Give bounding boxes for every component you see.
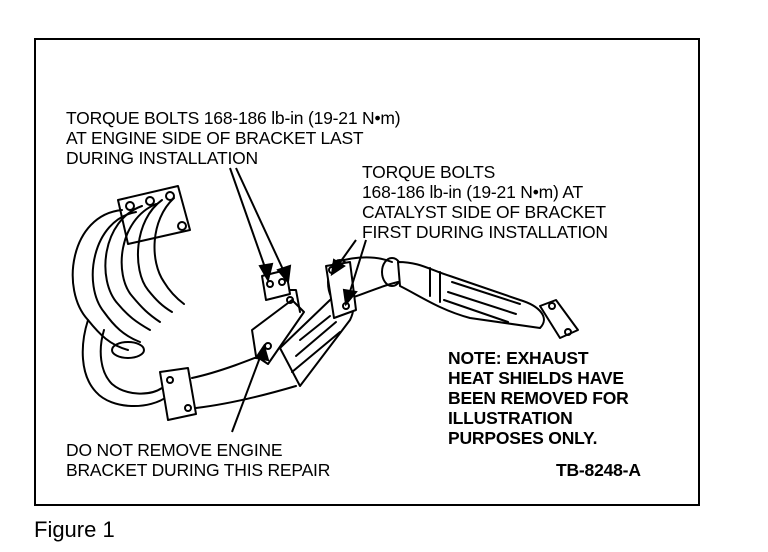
bracket-callout: DO NOT REMOVE ENGINE BRACKET DURING THIS…: [66, 440, 330, 480]
engine-side-line-2: AT ENGINE SIDE OF BRACKET LAST: [66, 128, 364, 148]
catalyst-side-line-4: FIRST DURING INSTALLATION: [362, 222, 608, 242]
manifold-runner-3: [137, 199, 173, 313]
catalyst-side-callout: TORQUE BOLTS 168-186 lb-in (19-21 N•m) A…: [362, 162, 608, 242]
bracket-line-2: BRACKET DURING THIS REPAIR: [66, 460, 331, 480]
figure-caption: Figure 1: [34, 517, 115, 542]
collector: [81, 319, 169, 407]
leader-engine-1: [229, 167, 269, 277]
note-line-3: BEEN REMOVED FOR: [448, 388, 629, 408]
leader-engine-2: [235, 167, 287, 277]
lower-flange: [159, 367, 197, 421]
manifold-runner-2: [104, 205, 151, 331]
catalytic-converter: [397, 261, 545, 329]
figure-frame: [34, 38, 700, 506]
manifold-runner-1: [71, 209, 129, 351]
figure-code: TB-8248-A: [556, 460, 641, 480]
leader-bracket: [231, 351, 263, 433]
catalyst-side-line-3: CATALYST SIDE OF BRACKET: [362, 202, 606, 222]
engine-side-line-1: TORQUE BOLTS 168-186 lb-in (19-21 N•m): [66, 108, 401, 128]
engine-side-line-3: DURING INSTALLATION: [66, 148, 258, 168]
manifold-flange: [117, 185, 191, 245]
bracket-line-1: DO NOT REMOVE ENGINE: [66, 440, 283, 460]
engine-side-callout: TORQUE BOLTS 168-186 lb-in (19-21 N•m) A…: [66, 108, 401, 168]
note-line-1: NOTE: EXHAUST: [448, 348, 589, 368]
catalyst-side-line-1: TORQUE BOLTS: [362, 162, 496, 182]
tail-flange: [539, 299, 579, 339]
leader-catalyst-2: [347, 239, 367, 299]
note-line-4: ILLUSTRATION: [448, 408, 573, 428]
heat-shield-note: NOTE: EXHAUST HEAT SHIELDS HAVE BEEN REM…: [448, 348, 629, 448]
catalyst-side-line-2: 168-186 lb-in (19-21 N•m) AT: [362, 182, 583, 202]
note-line-5: PURPOSES ONLY.: [448, 428, 598, 448]
note-line-2: HEAT SHIELDS HAVE: [448, 368, 624, 388]
